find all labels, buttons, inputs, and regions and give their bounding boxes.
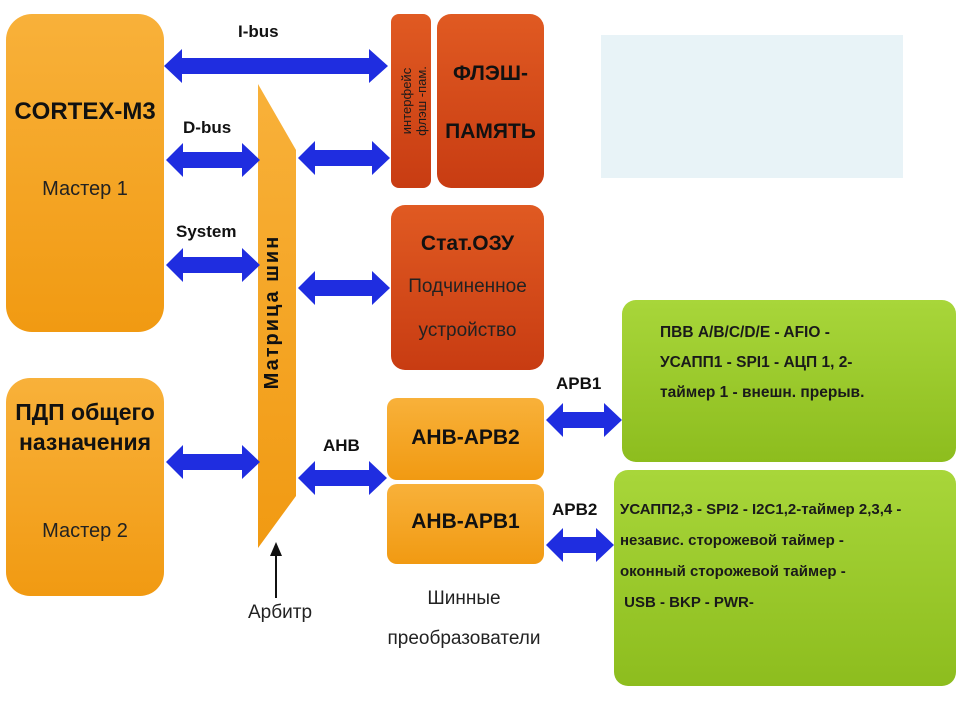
apb2-arrow — [546, 528, 614, 562]
apb1-device-line: таймер 1 - внешн. прерыв. — [660, 384, 865, 401]
sram-block — [391, 205, 544, 370]
sram-line1: Подчиненное — [408, 276, 527, 297]
bridges-caption-line2: преобразователи — [387, 628, 541, 649]
ibus-arrow — [164, 49, 388, 83]
bridges-caption-line1: Шинные — [427, 588, 501, 609]
apb2-device-line: USB - BKP - PWR- — [620, 594, 754, 611]
apb1-peripherals-block — [622, 300, 956, 462]
ahb-label: AHB — [323, 436, 360, 455]
flash-title-line2: ПАМЯТЬ — [445, 120, 536, 143]
bus-matrix-block — [258, 84, 296, 548]
ahb-apb2-bridge — [387, 398, 544, 480]
flash-interface-label: интерфейс флэш -пам. — [399, 21, 429, 181]
flash-memory-block — [437, 14, 544, 188]
ahb-apb1-bridge — [387, 484, 544, 564]
dbus-label: D-bus — [183, 118, 232, 137]
apb1-device-line: ПВВ A/B/C/D/E - AFIO - — [660, 324, 830, 341]
apb1-device-list: ПВВ A/B/C/D/E - AFIO - УСАПП1 - SPI1 - А… — [660, 318, 864, 408]
apb1-device-line: УСАПП1 - SPI1 - АЦП 1, 2- — [660, 354, 853, 371]
cortex-m3-block — [6, 14, 164, 332]
apb1-arrow — [546, 403, 622, 437]
flash-interface-line2: флэш -пам. — [414, 66, 429, 136]
blank-panel — [601, 35, 903, 178]
flash-interface-block — [391, 14, 431, 188]
ahb-arrow — [298, 461, 387, 495]
matrix-flash-arrow — [298, 141, 390, 175]
apb2-device-line: УСАПП2,3 - SPI2 - I2C1,2-таймер 2,3,4 - — [620, 501, 902, 518]
arbiter-arrowhead — [270, 542, 282, 556]
cortex-title: CORTEX-M3 — [14, 98, 156, 125]
dma-title-line2: назначения — [18, 429, 152, 455]
apb2-device-list: УСАПП2,3 - SPI2 - I2C1,2-таймер 2,3,4 - … — [620, 494, 901, 618]
ahb-apb1-label: AHB-APB1 — [411, 510, 520, 533]
arbiter-label: Арбитр — [248, 602, 313, 623]
matrix-sram-arrow — [298, 271, 390, 305]
ahb-apb2-label: AHB-APB2 — [411, 426, 520, 449]
flash-interface-line1: интерфейс — [399, 67, 414, 135]
dma-block — [6, 378, 164, 596]
system-label: System — [176, 222, 237, 241]
ibus-label: I-bus — [238, 22, 279, 41]
bus-matrix-label: Матрица шин — [261, 234, 283, 390]
sram-line2: устройство — [418, 320, 517, 341]
dma-subtitle: Мастер 2 — [42, 520, 128, 542]
apb2-device-line: независ. сторожевой таймер - — [620, 532, 844, 549]
dma-title-line1: ПДП общего — [15, 399, 155, 425]
dbus-arrow — [166, 143, 260, 177]
dma-matrix-arrow — [166, 445, 260, 479]
apb1-label: APB1 — [556, 374, 602, 393]
cortex-subtitle: Мастер 1 — [42, 178, 128, 200]
apb2-label: APB2 — [552, 500, 598, 519]
flash-title-line1: ФЛЭШ- — [453, 62, 528, 85]
sram-title: Стат.ОЗУ — [420, 232, 515, 255]
apb2-peripherals-block — [614, 470, 956, 686]
apb2-device-line: оконный сторожевой таймер - — [620, 563, 846, 580]
system-bus-arrow — [166, 248, 260, 282]
